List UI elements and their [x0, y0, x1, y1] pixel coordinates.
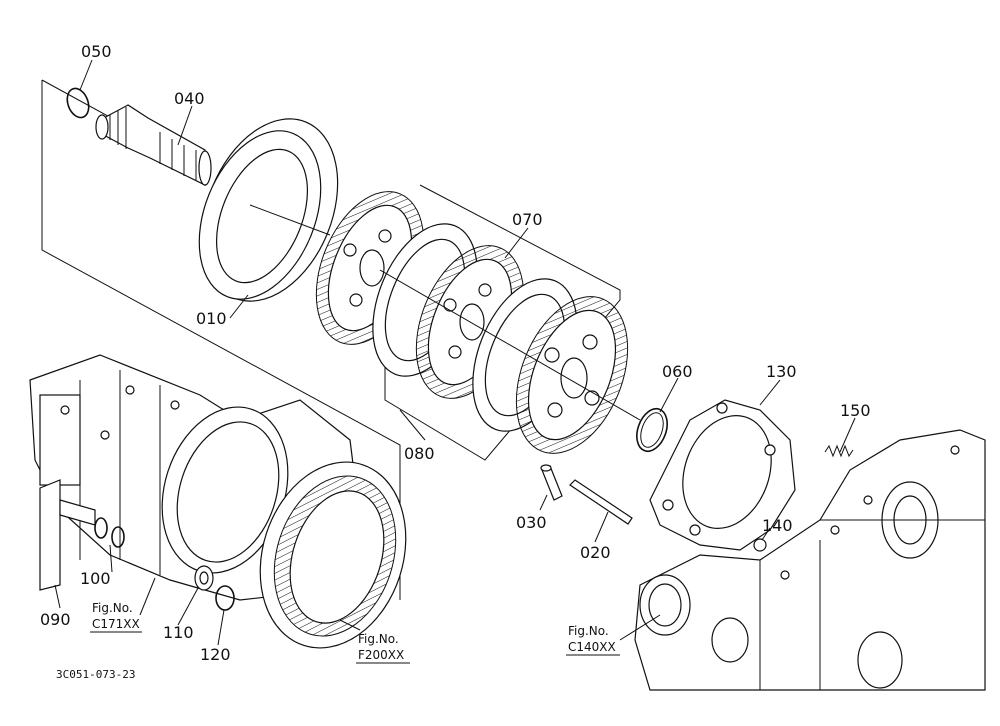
ref-c171-line1: Fig.No. [92, 601, 133, 615]
label-040: 040 [174, 89, 205, 108]
label-020: 020 [580, 543, 611, 562]
shaft-040 [95, 104, 212, 186]
part-labels: 050 040 010 070 080 060 130 150 140 030 … [40, 42, 871, 664]
bushing-030 [540, 464, 563, 501]
ref-c140-line1: Fig.No. [568, 624, 609, 638]
ref-c140-line2: C140XX [568, 640, 616, 654]
snap-ring-060 [636, 407, 668, 453]
friction-disc [515, 296, 629, 454]
spring-150 [824, 444, 854, 458]
fitting-110 [194, 565, 214, 591]
clutch-pack [315, 191, 641, 454]
pin-020 [569, 479, 633, 525]
seal-120 [215, 585, 235, 611]
leader-lines [54, 59, 856, 646]
label-030: 030 [516, 513, 547, 532]
label-050: 050 [81, 42, 112, 61]
transmission-case [634, 429, 986, 691]
label-010: 010 [196, 309, 227, 328]
label-130: 130 [766, 362, 797, 381]
label-110: 110 [163, 623, 194, 642]
ref-f200-line1: Fig.No. [358, 632, 399, 646]
ref-c171-line2: C171XX [92, 617, 140, 631]
orings-100 [94, 517, 125, 548]
label-080: 080 [404, 444, 435, 463]
shaft-090 [39, 479, 96, 591]
label-090: 090 [40, 610, 71, 629]
ring-gear [259, 461, 407, 649]
label-150: 150 [840, 401, 871, 420]
label-120: 120 [200, 645, 231, 664]
oring-050 [66, 87, 90, 119]
ref-f200-line2: F200XX [358, 648, 404, 662]
gasket-130 [649, 399, 796, 551]
label-100: 100 [80, 569, 111, 588]
drawing-number: 3C051-073-23 [56, 668, 135, 681]
label-060: 060 [662, 362, 693, 381]
ball-140 [753, 538, 767, 552]
label-140: 140 [762, 516, 793, 535]
figure-refs: Fig.No. C171XX Fig.No. F200XX Fig.No. C1… [90, 601, 620, 664]
label-070: 070 [512, 210, 543, 229]
piston-010 [198, 118, 339, 302]
